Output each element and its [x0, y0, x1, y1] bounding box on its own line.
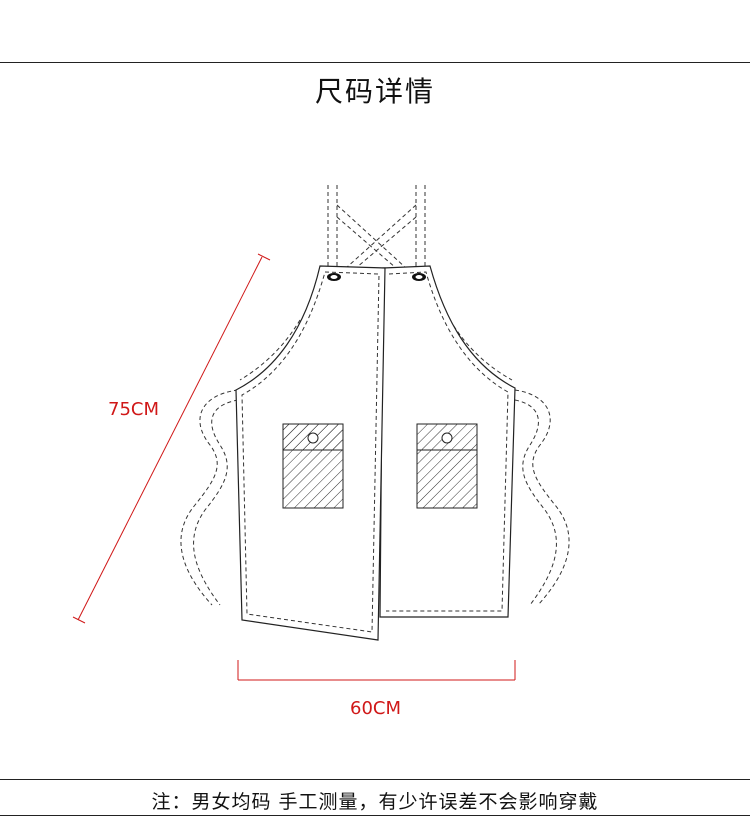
footer-note: 注：男女均码 手工测量，有少许误差不会影响穿戴	[151, 791, 599, 813]
width-label: 60CM	[350, 698, 402, 719]
width-dimension-line	[237, 660, 516, 681]
left-pocket	[282, 423, 344, 509]
shoulder-straps	[327, 185, 426, 269]
footer-bottom-divider	[0, 815, 750, 816]
right-pocket	[416, 423, 478, 509]
apron-left-stitch	[241, 271, 380, 633]
page-title: 尺码详情	[314, 75, 435, 108]
grommet-right-icon	[412, 273, 426, 281]
right-waist-tie	[514, 389, 570, 606]
left-waist-tie	[180, 389, 239, 606]
length-label: 75CM	[108, 399, 160, 420]
footer-top-divider	[0, 779, 750, 780]
length-dimension-line	[72, 253, 271, 624]
top-divider	[0, 62, 750, 63]
grommet-left-icon	[327, 273, 341, 281]
